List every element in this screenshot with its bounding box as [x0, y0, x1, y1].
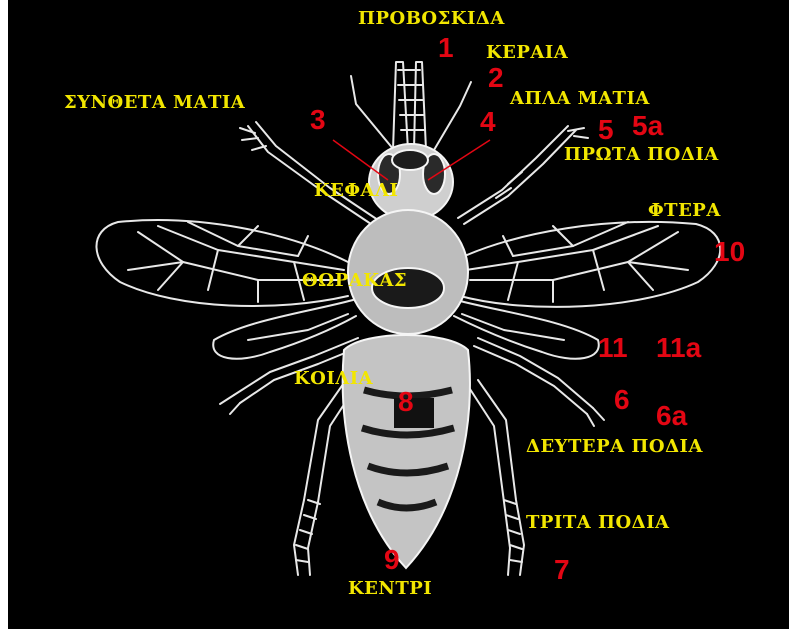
number-2: 2: [488, 62, 504, 94]
label-abdomen: ΚΟΙΛΙΑ: [294, 368, 373, 389]
number-6: 6: [614, 384, 630, 416]
left-hindwing-drawing: [213, 300, 356, 359]
number-5a: 5a: [632, 110, 663, 142]
right-wing-drawing: [460, 222, 720, 307]
label-compound-eyes: ΣΥΝΘΕΤΑ ΜΑΤΙΑ: [64, 92, 245, 113]
label-proboscis: ΠΡΟΒΟΣΚΙΔΑ: [358, 8, 505, 29]
proboscis-drawing: [393, 62, 426, 150]
number-3: 3: [310, 104, 326, 136]
label-sting: ΚΕΝΤΡΙ: [348, 578, 432, 599]
number-6a: 6a: [656, 400, 687, 432]
label-wings: ΦΤΕΡΑ: [648, 200, 721, 221]
label-antenna: ΚΕΡΑΙΑ: [486, 42, 568, 63]
label-first-legs: ΠΡΩΤΑ ΠΟΔΙΑ: [564, 144, 719, 165]
number-9: 9: [384, 544, 400, 576]
label-head: ΚΕΦΑΛΙ: [314, 180, 398, 201]
label-thorax: ΘΩΡΑΚΑΣ: [302, 270, 407, 291]
number-11a: 11a: [656, 332, 701, 364]
number-1: 1: [438, 32, 454, 64]
number-11: 11: [598, 332, 628, 364]
number-5: 5: [598, 114, 614, 146]
label-second-legs: ΔΕΥΤΕΡΑ ΠΟΔΙΑ: [526, 436, 703, 457]
number-10: 10: [714, 236, 745, 268]
bee-anatomy-diagram: ΠΡΟΒΟΣΚΙΔΑ ΚΕΡΑΙΑ ΣΥΝΘΕΤΑ ΜΑΤΙΑ ΑΠΛΑ ΜΑΤ…: [8, 0, 789, 629]
right-hindwing-drawing: [454, 300, 599, 359]
number-8: 8: [398, 386, 414, 418]
left-wing-drawing: [96, 220, 348, 306]
label-third-legs: ΤΡΙΤΑ ΠΟΔΙΑ: [526, 512, 670, 533]
label-simple-eyes: ΑΠΛΑ ΜΑΤΙΑ: [510, 88, 650, 109]
number-7: 7: [554, 554, 570, 586]
number-4: 4: [480, 106, 496, 138]
antennae-drawing: [351, 76, 471, 150]
